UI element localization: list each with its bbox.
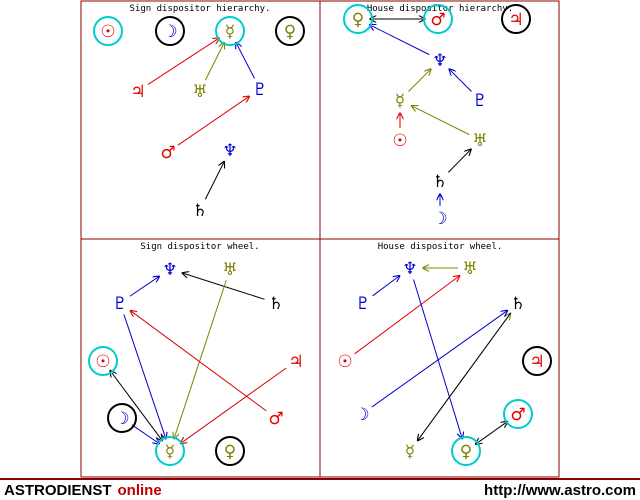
house-wheel-pluto-icon: ♇ — [355, 294, 370, 314]
house-wheel-venus-ring — [451, 436, 481, 466]
sign-hierarchy-mercury-ring — [215, 16, 245, 46]
sign-wheel-moon-icon: ☽ — [114, 409, 129, 429]
site-url-link[interactable]: http://www.astro.com — [484, 482, 636, 499]
house-hierarchy-sun-icon: ☉ — [392, 131, 407, 151]
sign-hierarchy-mercury-icon: ☿ — [225, 22, 235, 42]
sign-wheel-uranus-icon: ♅ — [222, 260, 237, 280]
house-hierarchy-arrow-uranus-to-mercury — [412, 106, 470, 136]
sign-hierarchy-arrow-jupiter-to-mercury — [147, 38, 219, 85]
sign-wheel-moon-ring — [107, 403, 137, 433]
sign-wheel-sun-icon: ☉ — [95, 352, 110, 372]
sign-wheel-jupiter-icon: ♃ — [288, 352, 303, 372]
house-wheel-arrow-saturn-to-mercury — [418, 312, 512, 441]
sign-wheel-neptune-icon: ♆ — [162, 260, 177, 280]
house-wheel-arrow-neptune-to-venus — [413, 279, 463, 438]
house-wheel-mercury-icon: ☿ — [405, 442, 415, 462]
sign-hierarchy-arrow-pluto-to-mercury — [236, 43, 255, 79]
sign-hierarchy-jupiter-icon: ♃ — [130, 82, 145, 102]
sign-wheel-arrow-moon-to-mercury — [131, 424, 159, 444]
house-wheel-saturn-icon: ♄ — [510, 294, 525, 314]
house-hierarchy-moon-icon: ☽ — [432, 209, 447, 229]
sign-wheel-venus-ring — [215, 436, 245, 466]
planet-glyphs: ☉ ☽ ☿ ♀ ♃ ♅ ♇ ♂ ♆ ♄ ♀ ♂ ♃ ♆ ☿ ♇ ☉ ☽ ♄ ♅ ♆ ♅ ♇ ♄ ☉ ♃ ☽ ♂ ☿ ♀ ♆ ♅ ♇ ♄ ☉ ♃ ☽ ♂ ☿ ♀ — [95, 10, 544, 462]
dispositor-arrows — [110, 19, 511, 444]
house-wheel-arrow-moon-to-saturn — [371, 311, 508, 408]
sign-wheel-sun-ring — [88, 346, 118, 376]
house-wheel-neptune-icon: ♆ — [402, 259, 417, 279]
sign-hierarchy-uranus-icon: ♅ — [192, 82, 207, 102]
house-wheel-arrow-venus-to-mars — [476, 422, 508, 445]
sign-wheel-venus-icon: ♀ — [224, 442, 236, 462]
sign-wheel-arrow-uranus-to-mercury — [174, 280, 227, 438]
house-hierarchy-venus-ring — [343, 4, 373, 34]
house-hierarchy-arrow-saturn-to-uranus — [448, 149, 471, 173]
sign-wheel-arrow-pluto-to-neptune — [129, 276, 159, 297]
panel-title-sign-wheel: Sign dispositor wheel. — [140, 242, 259, 252]
house-hierarchy-jupiter-ring — [501, 4, 531, 34]
brand-suffix: online — [117, 482, 162, 499]
house-hierarchy-arrow-neptune-to-venus — [370, 25, 430, 56]
sign-hierarchy-venus-ring — [275, 16, 305, 46]
house-hierarchy-mercury-icon: ☿ — [395, 91, 405, 111]
panel-title-house-wheel: House dispositor wheel. — [378, 242, 503, 252]
house-hierarchy-mars-ring — [423, 4, 453, 34]
house-wheel-arrow-pluto-to-neptune — [372, 276, 400, 297]
sign-hierarchy-venus-icon: ♀ — [284, 22, 296, 42]
brand-name: ASTRODIENST — [4, 482, 112, 499]
house-wheel-mars-ring — [503, 399, 533, 429]
sign-wheel-arrow-pluto-to-mercury — [123, 314, 166, 438]
sign-hierarchy-moon-ring — [155, 16, 185, 46]
dispositor-rings — [88, 4, 552, 466]
house-wheel-sun-icon: ☉ — [337, 352, 352, 372]
house-hierarchy-venus-icon: ♀ — [352, 10, 364, 30]
house-wheel-uranus-icon: ♅ — [462, 259, 477, 279]
sign-wheel-mercury-ring — [155, 436, 185, 466]
house-wheel-venus-icon: ♀ — [460, 442, 472, 462]
panel-frame — [80, 0, 560, 478]
house-hierarchy-saturn-icon: ♄ — [432, 172, 447, 192]
site-footer: ASTRODIENST online http://www.astro.com — [0, 478, 640, 500]
brand-logo[interactable]: ASTRODIENST online — [4, 482, 162, 499]
sign-wheel-saturn-icon: ♄ — [268, 294, 283, 314]
sign-wheel-arrow-jupiter-to-mercury — [181, 367, 287, 443]
sign-wheel-mars-icon: ♂ — [268, 409, 283, 429]
house-hierarchy-arrow-pluto-to-neptune — [449, 69, 472, 92]
house-hierarchy-mars-icon: ♂ — [430, 10, 445, 30]
sign-wheel-arrow-saturn-to-neptune — [182, 273, 265, 300]
house-hierarchy-neptune-icon: ♆ — [432, 51, 447, 71]
house-wheel-moon-icon: ☽ — [354, 405, 369, 425]
house-wheel-jupiter-icon: ♃ — [529, 352, 544, 372]
sign-hierarchy-moon-icon: ☽ — [162, 22, 177, 42]
sign-wheel-arrow-mars-to-pluto — [130, 311, 267, 412]
house-wheel-mars-icon: ♂ — [510, 405, 525, 425]
sign-hierarchy-neptune-icon: ♆ — [222, 141, 237, 161]
sign-wheel-mercury-icon: ☿ — [165, 442, 175, 462]
sign-hierarchy-arrow-saturn-to-neptune — [204, 162, 224, 200]
sign-hierarchy-arrow-uranus-to-mercury — [204, 43, 224, 81]
sign-hierarchy-pluto-icon: ♇ — [252, 80, 267, 100]
panel-title-house-hierarchy: House dispositor hierarchy. — [367, 4, 513, 14]
sign-hierarchy-sun-icon: ☉ — [100, 22, 115, 42]
sign-hierarchy-sun-ring — [93, 16, 123, 46]
house-hierarchy-pluto-icon: ♇ — [472, 91, 487, 111]
sign-hierarchy-arrow-mars-to-pluto — [177, 96, 249, 146]
house-hierarchy-uranus-icon: ♅ — [472, 131, 487, 151]
sign-hierarchy-mars-icon: ♂ — [160, 143, 175, 163]
house-wheel-jupiter-ring — [522, 346, 552, 376]
house-wheel-arrow-sun-to-uranus — [354, 276, 460, 355]
sign-wheel-arrow-sun-to-mercury — [110, 371, 162, 441]
house-hierarchy-arrow-mercury-to-neptune — [408, 69, 430, 92]
panel-title-sign-hierarchy: Sign dispositor hierarchy. — [130, 4, 271, 14]
house-hierarchy-jupiter-icon: ♃ — [508, 10, 523, 30]
sign-wheel-pluto-icon: ♇ — [112, 294, 127, 314]
sign-hierarchy-saturn-icon: ♄ — [192, 201, 207, 221]
